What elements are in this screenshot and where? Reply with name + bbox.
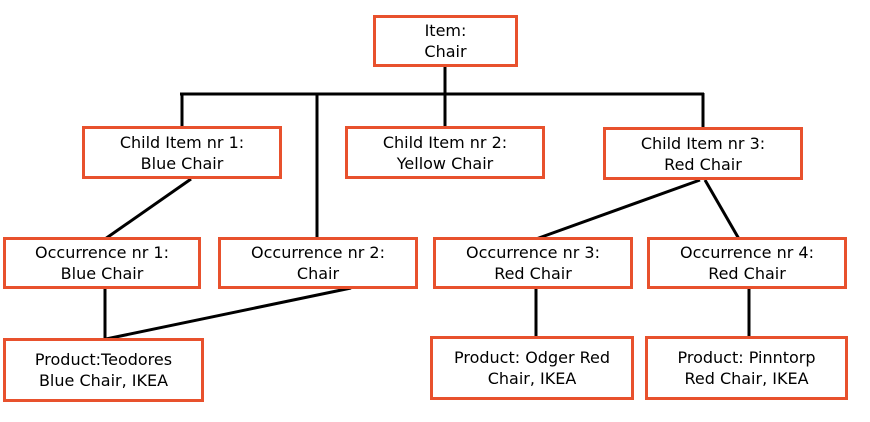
node-product-pinntorp-red-chair: Product: Pinntorp Red Chair, IKEA bbox=[645, 336, 848, 400]
node-label: Product: Pinntorp Red Chair, IKEA bbox=[677, 348, 816, 388]
node-child-item-1-blue-chair: Child Item nr 1: Blue Chair bbox=[82, 126, 282, 179]
node-occurrence-4-red-chair: Occurrence nr 4: Red Chair bbox=[647, 237, 847, 289]
node-label: Child Item nr 1: Blue Chair bbox=[119, 132, 245, 173]
node-label: Occurrence nr 3: Red Chair bbox=[466, 243, 600, 283]
node-child-item-2-yellow-chair: Child Item nr 2: Yellow Chair bbox=[345, 126, 545, 179]
node-label: Child Item nr 3: Red Chair bbox=[640, 133, 766, 174]
node-label: Product: Odger Red Chair, IKEA bbox=[453, 348, 611, 388]
node-label: Occurrence nr 2: Chair bbox=[251, 243, 385, 283]
node-occurrence-3-red-chair: Occurrence nr 3: Red Chair bbox=[433, 237, 633, 289]
node-item-chair: Item: Chair bbox=[373, 15, 518, 67]
edge-child1-occ1 bbox=[104, 177, 192, 241]
node-occurrence-2-chair: Occurrence nr 2: Chair bbox=[218, 237, 418, 289]
node-label: Child Item nr 2: Yellow Chair bbox=[382, 132, 508, 173]
node-label: Product:Teodores Blue Chair, IKEA bbox=[34, 350, 173, 390]
edge-child3-occ3 bbox=[535, 178, 701, 241]
edge-child3-occ4 bbox=[703, 179, 741, 240]
edge-occ2-prod1 bbox=[105, 286, 352, 341]
node-product-odger-red-chair: Product: Odger Red Chair, IKEA bbox=[430, 336, 634, 400]
node-label: Occurrence nr 1: Blue Chair bbox=[35, 243, 169, 283]
node-label: Occurrence nr 4: Red Chair bbox=[680, 243, 814, 283]
node-child-item-3-red-chair: Child Item nr 3: Red Chair bbox=[603, 127, 803, 180]
node-product-teodores-blue-chair: Product:Teodores Blue Chair, IKEA bbox=[3, 338, 204, 402]
node-label: Item: Chair bbox=[424, 21, 467, 61]
node-occurrence-1-blue-chair: Occurrence nr 1: Blue Chair bbox=[3, 237, 201, 289]
